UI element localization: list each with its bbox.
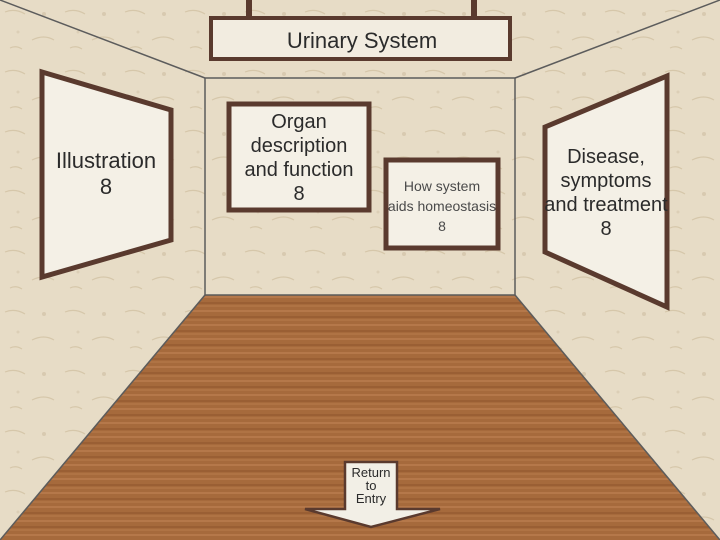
return-line: to [365,478,377,493]
frame-disease-line: Disease, [567,146,645,168]
frame-disease-line: and treatment [544,194,668,216]
return-arrow-icon[interactable] [304,460,441,529]
frame-illustration[interactable] [39,68,174,281]
frame-illustration-label[interactable]: Illustration 8 [46,148,166,200]
return-line: Return [351,465,391,480]
frame-homeostasis-line: aids homeostasis [387,198,497,214]
frame-organ[interactable] [226,101,372,213]
frame-disease-line: symptoms [560,170,652,192]
return-line: Entry [355,491,387,506]
frame-illustration-line: 8 [99,174,113,199]
frame-homeostasis-line: 8 [438,218,446,234]
frame-disease[interactable] [542,72,670,311]
frame-disease-line: 8 [600,218,612,240]
frame-homeostasis[interactable] [383,157,501,251]
frame-homeostasis-line: How system [403,178,481,194]
frame-organ-line: and function [244,159,354,181]
page-title: Urinary System [286,28,438,53]
return-to-entry-button[interactable]: Return to Entry [336,466,406,505]
frame-organ-line: 8 [293,183,305,205]
floor [0,295,720,540]
frame-organ-line: description [250,135,348,157]
frame-homeostasis-label[interactable]: How system aids homeostasis 8 [386,176,498,236]
frame-organ-line: Organ [271,111,327,133]
frame-illustration-line: Illustration [55,148,157,173]
frame-disease-label[interactable]: Disease, symptoms and treatment 8 [540,145,672,241]
title-sign [209,0,512,61]
frame-organ-label[interactable]: Organ description and function 8 [236,110,362,206]
